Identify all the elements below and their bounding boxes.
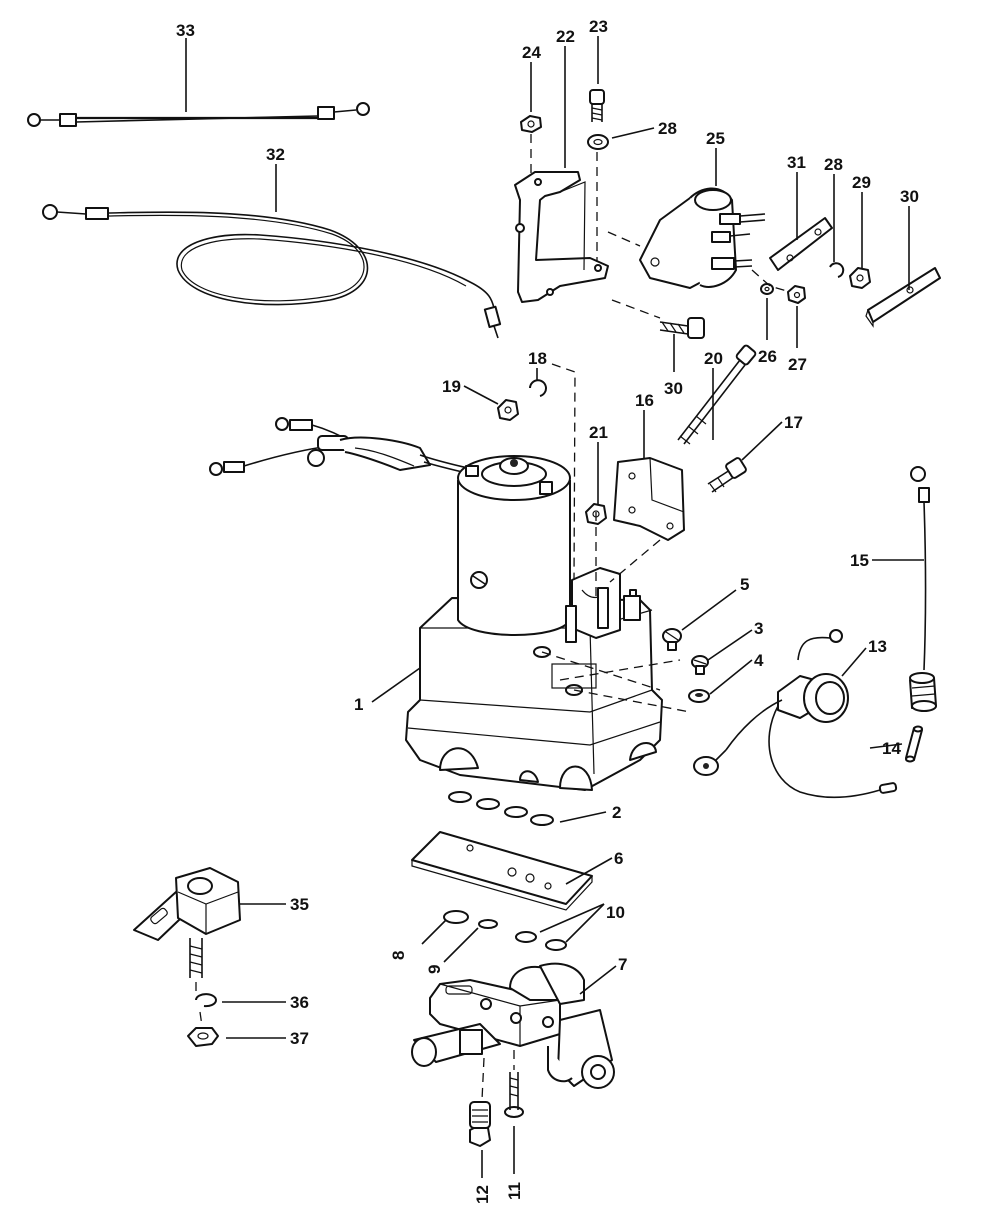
part-3-screw [691,655,709,675]
callout-28-right: 28 [824,155,843,174]
callout-8: 8 [389,951,408,960]
callout-3: 3 [754,619,763,638]
callout-14: 14 [882,739,901,758]
callout-18: 18 [528,349,547,368]
callout-19: 19 [442,377,461,396]
callout-10: 10 [606,903,625,922]
callout-labels: 33 32 24 22 23 28 25 31 28 29 30 26 27 3… [176,17,919,1204]
callout-34: 33 [176,21,195,40]
part-34-cable [27,102,370,127]
callout-1: 1 [354,695,363,714]
callout-32: 31 [787,153,806,172]
part-10-o-rings [515,931,567,951]
leader-lines [185,36,924,1178]
part-5-screw [662,628,682,651]
part-17-screw [707,457,747,493]
part-24-nut [520,115,542,133]
callout-11: 11 [505,1182,524,1200]
part-31-bolt [659,317,705,339]
callout-24: 24 [522,43,541,62]
callout-35: 35 [290,895,309,914]
part-29-nut [849,267,871,289]
part-18-lock-washer [529,379,547,397]
part-22-bracket [514,171,609,303]
part-25-solenoid [639,187,766,289]
solenoid-terminal-studs [711,213,766,270]
callout-28-upper: 28 [658,119,677,138]
part-19-nut [497,399,519,421]
alignment-lines [195,134,791,1101]
callout-31: 30 [664,379,683,398]
part-32-link-plate [769,217,833,271]
part-2-o-rings [448,791,554,826]
callout-20: 20 [704,349,723,368]
part-35-terminal-block [133,867,241,978]
part-26-washer [760,283,774,295]
callout-17: 17 [784,413,803,432]
callout-26: 26 [758,347,777,366]
part-1-pump-motor-assembly [209,417,663,791]
part-28-washer [587,134,609,150]
callout-21: 21 [589,423,608,442]
callout-15: 15 [850,551,869,570]
callout-16: 16 [635,391,654,410]
part-33-cable [42,204,502,339]
part-13-switch [693,629,898,799]
callout-29: 29 [852,173,871,192]
part-4-washer [688,689,710,703]
part-7-manifold [411,962,615,1089]
callout-36: 36 [290,993,309,1012]
callout-12: 12 [473,1185,492,1204]
part-9-o-ring [478,919,498,929]
callout-5: 5 [740,575,749,594]
part-14-fuse [905,725,923,763]
callout-23: 23 [589,17,608,36]
part-36-lock-washer [195,993,217,1008]
callout-2: 2 [612,803,621,822]
callout-9: 9 [425,965,444,974]
part-28-lock-washer [829,262,845,278]
motor-wire-harness [209,417,481,477]
part-15-fuse-lead [909,466,937,712]
part-27-nut [787,285,806,304]
callout-33: 32 [266,145,285,164]
part-23-screw [589,89,605,122]
part-30-cover [865,267,941,328]
callout-37: 37 [290,1029,309,1048]
part-20-long-bolt [677,344,757,445]
part-8-o-ring [443,910,469,924]
callout-30: 30 [900,187,919,206]
part-6-gasket [411,831,593,911]
callout-25: 25 [706,129,725,148]
callout-6: 6 [614,849,623,868]
callout-13: 13 [868,637,887,656]
part-11-screw [504,1072,524,1118]
callout-22: 22 [556,27,575,46]
part-16-bracket [613,457,685,541]
callout-27: 27 [788,355,807,374]
part-12-plug [469,1101,491,1147]
callout-4: 4 [754,651,764,670]
callout-7: 7 [618,955,627,974]
part-37-nut [187,1027,219,1047]
